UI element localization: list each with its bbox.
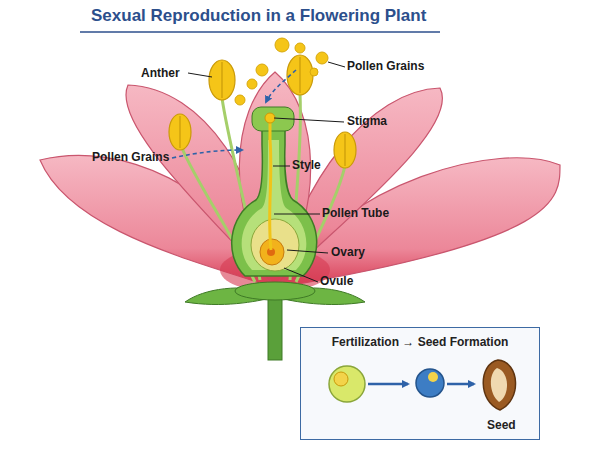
ovary-chamber: [251, 219, 299, 271]
pollination-arrow: [266, 70, 296, 102]
filaments: [182, 93, 345, 282]
pollination-arrow: [172, 150, 242, 158]
part-label: Ovule: [320, 274, 353, 288]
part-label: Pollen Grains: [347, 59, 424, 73]
part-label: Pollen Tube: [322, 206, 389, 220]
stem: [268, 295, 282, 360]
receptacle: [235, 282, 315, 300]
box-heading: Fertilization → Seed Formation: [301, 335, 539, 349]
pollen-tube-line: [270, 118, 271, 250]
pollen-grains: [235, 38, 328, 105]
ovule-shape: [260, 239, 284, 265]
pistil: [232, 128, 317, 276]
petals: [40, 72, 560, 288]
title-rule: [80, 31, 440, 33]
stage-label: Seed: [487, 418, 516, 432]
leader-lines: [188, 62, 345, 282]
part-label: Anther: [141, 66, 180, 80]
pollen-on-stigma: [265, 113, 275, 123]
part-label: Stigma: [347, 114, 387, 128]
part-label: Style: [292, 158, 321, 172]
diagram-title: Sexual Reproduction in a Flowering Plant: [91, 6, 426, 26]
part-label: Pollen Grains: [92, 150, 169, 164]
part-label: Ovary: [331, 245, 365, 259]
process-box: Fertilization → Seed FormationSeed: [300, 327, 540, 440]
